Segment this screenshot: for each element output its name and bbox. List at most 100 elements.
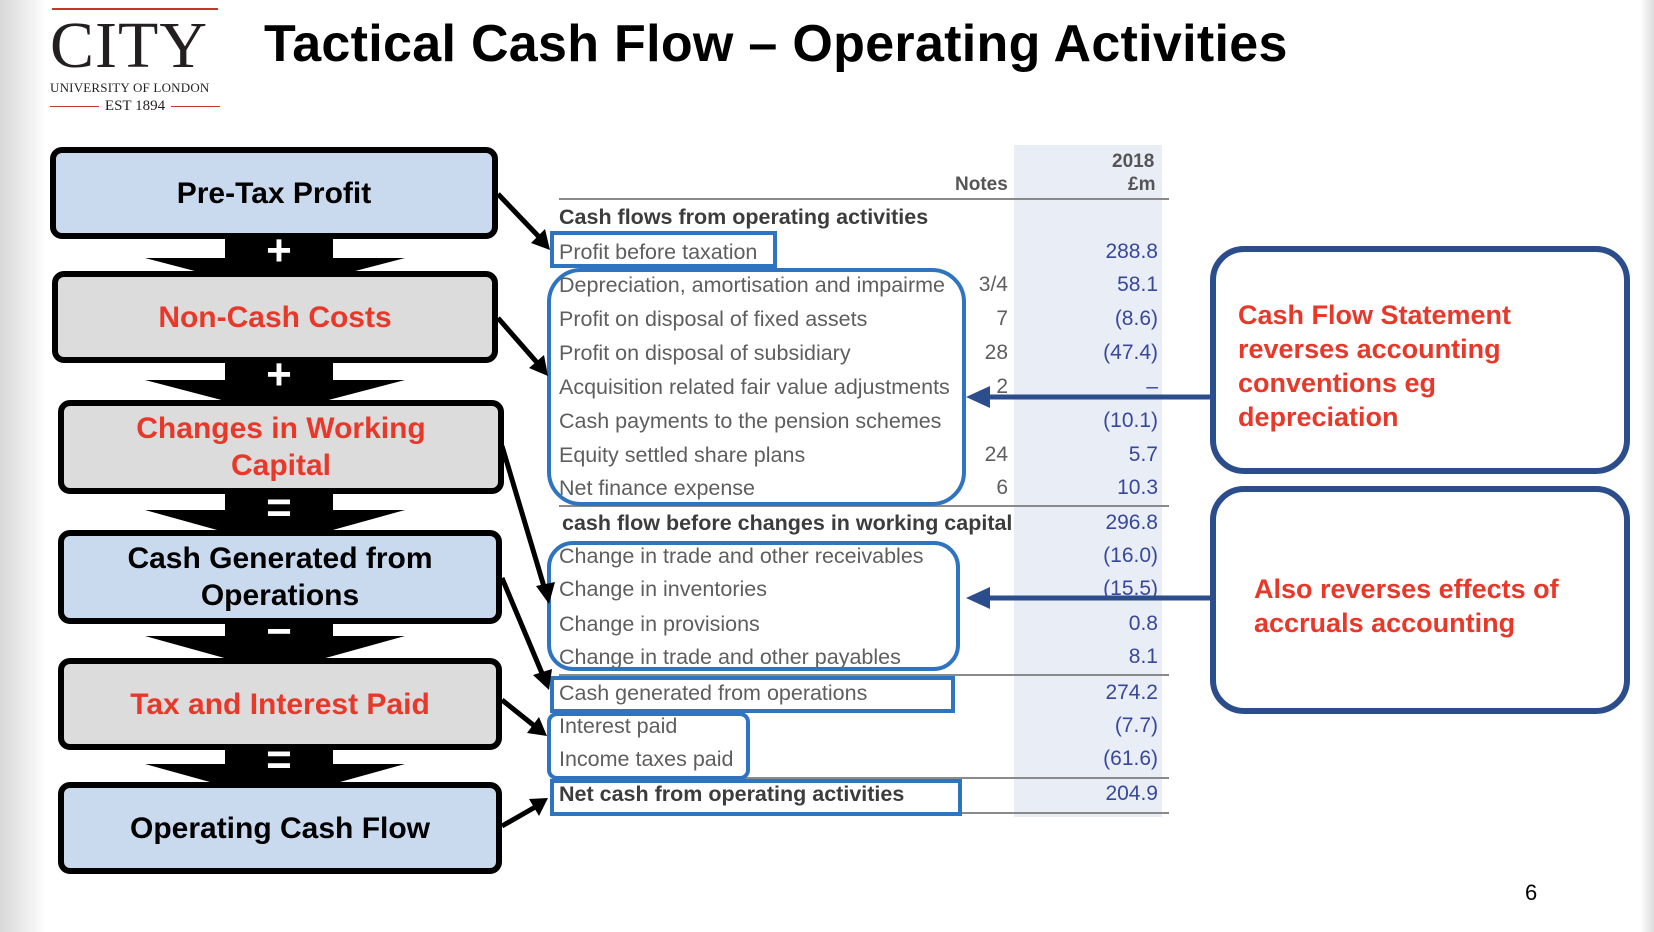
table-row-value: 5.7 xyxy=(1128,443,1158,466)
operator-symbol: + xyxy=(266,350,292,399)
tax-and-interest-paid-label: Tax and Interest Paid xyxy=(130,687,430,721)
table-row-label: Equity settled share plans xyxy=(559,443,806,467)
table-row-value: 204.9 xyxy=(1105,782,1158,805)
equals-operator-2: = xyxy=(225,735,333,784)
operator-symbol: + xyxy=(266,226,292,275)
callout-accounting-conventions-text: Cash Flow Statement reverses accounting … xyxy=(1238,300,1512,432)
table-row-label: Income taxes paid xyxy=(559,747,734,771)
table-row-note: 6 xyxy=(996,476,1008,499)
cash-generated-from-operations-box: Cash Generated from Operations xyxy=(58,530,502,624)
plus-operator-1: + xyxy=(225,226,333,275)
logo-est-text: EST 1894 xyxy=(104,98,166,114)
table-row-value: 10.3 xyxy=(1117,476,1158,499)
table-row-label: cash flow before changes in working capi… xyxy=(562,511,1013,535)
arrow-tax-interest-to-paid xyxy=(500,698,547,736)
table-row-label: Net finance expense xyxy=(559,476,756,500)
operator-symbol: = xyxy=(266,483,292,532)
slide-title: Tactical Cash Flow – Operating Activitie… xyxy=(264,15,1288,73)
page-number: 6 xyxy=(1525,880,1538,905)
arrow-operating-cash-to-net xyxy=(500,798,548,829)
arrow-callout1-to-table xyxy=(966,386,1212,408)
table-row-label: Net cash from operating activities xyxy=(559,782,905,806)
logo-top-rule xyxy=(52,8,218,10)
table-row-value: (10.1) xyxy=(1103,409,1158,432)
table-row-label: Depreciation, amortisation and impairme xyxy=(559,273,945,297)
left-edge-shade xyxy=(0,0,46,932)
table-row-label: Profit on disposal of fixed assets xyxy=(559,307,868,331)
table-row-label: Change in trade and other receivables xyxy=(559,544,924,568)
value-column-band xyxy=(1014,145,1162,817)
highlight-interest-and-tax xyxy=(547,712,750,780)
logo-subtitle: UNIVERSITY OF LONDON xyxy=(50,80,210,95)
table-row-label: Interest paid xyxy=(559,714,678,738)
highlight-net-cash-operating xyxy=(550,779,962,816)
table-row-note: 28 xyxy=(984,341,1008,364)
table-row-value: 0.8 xyxy=(1128,612,1158,635)
logo-rule-right xyxy=(171,105,220,108)
callout-accounting-conventions: Cash Flow Statement reverses accounting … xyxy=(1210,246,1630,474)
tax-and-interest-paid-box: Tax and Interest Paid xyxy=(58,658,502,750)
table-row-value: 58.1 xyxy=(1117,273,1158,296)
table-row-value: (8.6) xyxy=(1114,307,1158,330)
table-row-note: 24 xyxy=(984,443,1008,466)
table-row-value: 274.2 xyxy=(1105,681,1158,704)
changes-in-working-capital-label: Changes in Working Capital xyxy=(136,412,426,482)
right-edge-shade xyxy=(1640,0,1654,932)
table-row-label: Change in provisions xyxy=(559,612,760,636)
city-university-logo: CITY UNIVERSITY OF LONDON EST 1894 xyxy=(50,8,220,115)
plus-operator-2: + xyxy=(225,350,333,399)
cash-generated-from-operations-label: Cash Generated from Operations xyxy=(127,542,433,612)
logo-rule-left xyxy=(50,105,99,108)
table-row-value: (7.7) xyxy=(1114,714,1158,737)
callout-accruals: Also reverses effects of accruals accoun… xyxy=(1210,486,1630,714)
non-cash-costs-label: Non-Cash Costs xyxy=(158,300,392,334)
table-header-notes: Notes xyxy=(955,174,1008,195)
table-row-label: Change in inventories xyxy=(559,577,767,601)
total-rule xyxy=(559,777,1169,779)
callout-accruals-text: Also reverses effects of accruals accoun… xyxy=(1254,574,1559,638)
table-row-value: (61.6) xyxy=(1103,747,1158,770)
table-row-label: Change in trade and other payables xyxy=(559,645,901,669)
highlight-working-capital-changes xyxy=(547,541,960,671)
table-row-label: Cash generated from operations xyxy=(559,681,868,705)
arrow-noncash-to-adjustments xyxy=(496,316,548,376)
pre-tax-profit-label: Pre-Tax Profit xyxy=(176,176,372,210)
table-row-value: (15.5) xyxy=(1103,577,1158,600)
arrow-callout2-to-table xyxy=(966,587,1212,609)
table-row-value: (16.0) xyxy=(1103,544,1158,567)
table-header-unit: £m xyxy=(1128,174,1156,195)
logo-established: EST 1894 xyxy=(50,98,220,115)
table-row-value: (47.4) xyxy=(1103,341,1158,364)
table-row-label: Profit on disposal of subsidiary xyxy=(559,341,851,365)
changes-in-working-capital-box: Changes in Working Capital xyxy=(58,400,504,494)
table-row-note: 7 xyxy=(996,307,1008,330)
operating-cash-flow-box: Operating Cash Flow xyxy=(58,782,502,874)
non-cash-costs-box: Non-Cash Costs xyxy=(52,271,498,363)
table-header-rule xyxy=(559,198,1169,200)
table-row-label: Acquisition related fair value adjustmen… xyxy=(559,375,950,399)
arrow-pretax-to-profit xyxy=(496,192,550,250)
operator-symbol: − xyxy=(266,607,292,656)
table-row-value: 8.1 xyxy=(1128,645,1158,668)
operator-symbol: = xyxy=(266,735,292,784)
arrow-working-capital-to-changes xyxy=(499,445,555,604)
operating-cash-flow-label: Operating Cash Flow xyxy=(129,811,431,845)
equals-operator-1: = xyxy=(225,483,333,532)
logo-wordmark: CITY xyxy=(50,9,208,82)
pre-tax-profit-box: Pre-Tax Profit xyxy=(50,147,498,239)
arrow-cash-generated-to-operations xyxy=(499,577,552,690)
table-row-value: 296.8 xyxy=(1105,511,1158,534)
table-row-label: Profit before taxation xyxy=(559,240,758,264)
subtotal-rule xyxy=(559,674,1169,676)
table-row-value: – xyxy=(1146,375,1158,398)
minus-operator: − xyxy=(225,607,333,656)
table-row-note: 3/4 xyxy=(978,273,1008,296)
highlight-non-cash-adjustments xyxy=(547,268,966,506)
table-row-label: Cash payments to the pension schemes xyxy=(559,409,942,433)
highlight-profit-before-taxation xyxy=(550,231,777,268)
table-row-note: 2 xyxy=(996,375,1008,398)
table-header-year: 2018 xyxy=(1112,151,1155,172)
table-row-label: Cash flows from operating activities xyxy=(559,205,929,229)
table-row-value: 288.8 xyxy=(1105,240,1158,263)
